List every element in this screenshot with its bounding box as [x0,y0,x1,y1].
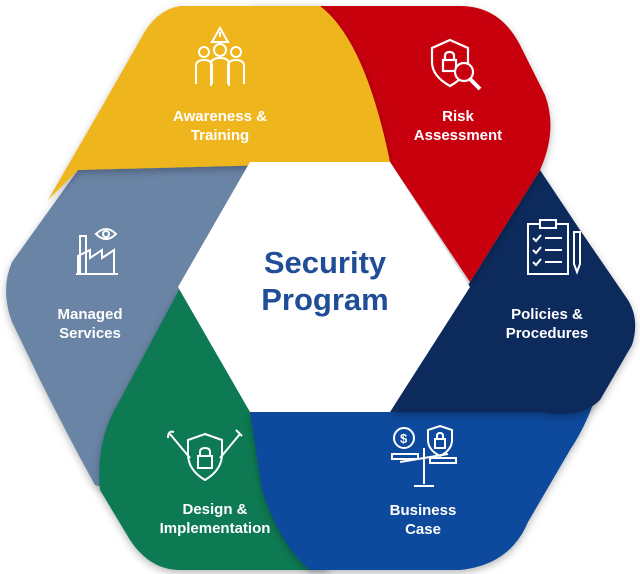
svg-text:$: $ [400,431,408,446]
scale-money-lock-icon: $ [391,424,457,487]
segment-awareness-training [48,6,390,200]
center-title-line1: Security [263,245,387,280]
label-managed-services: Managed Services [57,306,123,342]
center-title: Security Program [200,244,450,318]
segment-managed-services [6,162,250,490]
center-hexagon [178,162,470,412]
shield-magnifier-icon [430,38,482,91]
label-awareness-training: Awareness & Training [173,108,267,144]
center-title-line2: Program [261,282,389,317]
people-warning-icon [195,25,245,86]
shield-lock-tools-icon [167,429,243,482]
factory-eye-icon [76,228,118,275]
label-policies-procedures: Policies & Procedures [505,306,589,342]
label-business-case: Business Case [389,502,457,538]
clipboard-checklist-icon [527,219,581,275]
label-design-implementation: Design & Implementation [159,501,271,537]
label-risk-assessment: Risk Assessment [413,108,503,144]
